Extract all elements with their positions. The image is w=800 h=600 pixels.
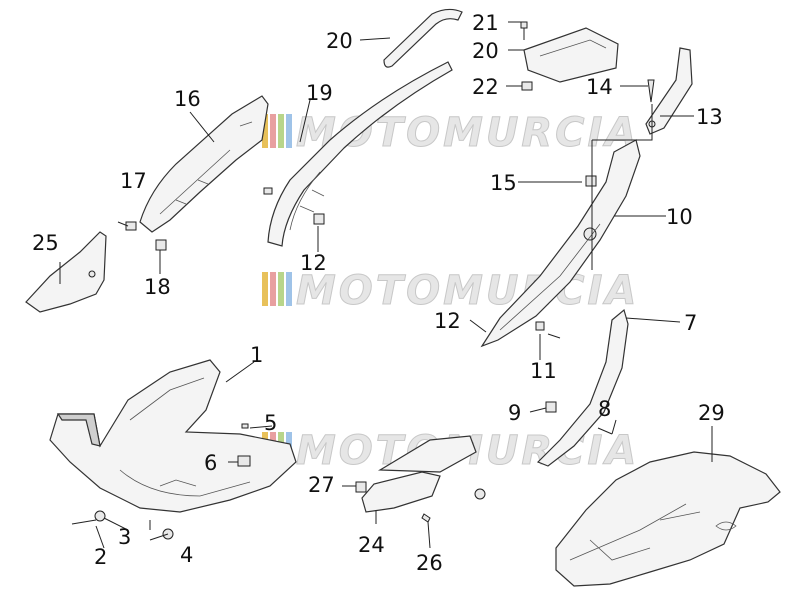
- callout-29: 29: [698, 401, 725, 425]
- part-25-small-cover: [25, 231, 107, 313]
- callout-12-upper: 12: [300, 251, 327, 275]
- callout-14: 14: [586, 75, 613, 99]
- part-7-rear-strip: [536, 308, 629, 467]
- part-21-cover-plate: [523, 27, 619, 83]
- callout-8: 8: [598, 397, 611, 421]
- callout-7: 7: [684, 311, 697, 335]
- part-1-floor-panel: [49, 359, 297, 513]
- part-16-left-panel: [139, 95, 269, 233]
- part-20-grab-handle: [383, 8, 463, 68]
- callout-23: 22: [472, 75, 499, 99]
- hardware: [71, 21, 655, 540]
- callout-2: 2: [94, 545, 107, 569]
- part-10-side-panel: [480, 139, 641, 348]
- callout-11: 11: [530, 359, 557, 383]
- callout-10: 10: [666, 205, 693, 229]
- watermark-top: MOTOMURCIA: [262, 110, 639, 157]
- callout-labels: 20 21 20 22 14 13 15 10 16 19 17 18 12 2…: [32, 11, 725, 575]
- callout-6: 6: [204, 451, 217, 475]
- watermark-text: MOTOMURCIA: [296, 268, 639, 314]
- callout-18: 18: [144, 275, 171, 299]
- callout-21: 20: [472, 39, 499, 63]
- callout-3: 3: [118, 525, 131, 549]
- watermark-text: MOTOMURCIA: [296, 110, 639, 156]
- callout-26: 26: [416, 551, 443, 575]
- callout-25: 25: [32, 231, 59, 255]
- callout-13: 13: [696, 105, 723, 129]
- callout-20: 20: [326, 29, 353, 53]
- callout-19: 19: [306, 81, 333, 105]
- callout-5: 5: [264, 411, 277, 435]
- callout-9: 9: [508, 401, 521, 425]
- callout-17: 17: [120, 169, 147, 193]
- part-29-mudguard: [555, 451, 781, 587]
- callout-22: 21: [472, 11, 499, 35]
- watermark-middle: MOTOMURCIA: [262, 268, 639, 315]
- callout-16: 16: [174, 87, 201, 111]
- callout-24: 24: [358, 533, 385, 557]
- callout-4: 4: [180, 543, 193, 567]
- part-19-side-rail: [267, 61, 453, 247]
- callout-15: 15: [490, 171, 517, 195]
- callout-27: 27: [308, 473, 335, 497]
- leader-lines: [59, 21, 713, 549]
- callout-12-lower: 12: [434, 309, 461, 333]
- callout-1: 1: [250, 343, 263, 367]
- part-24-lower-cover: [361, 471, 441, 513]
